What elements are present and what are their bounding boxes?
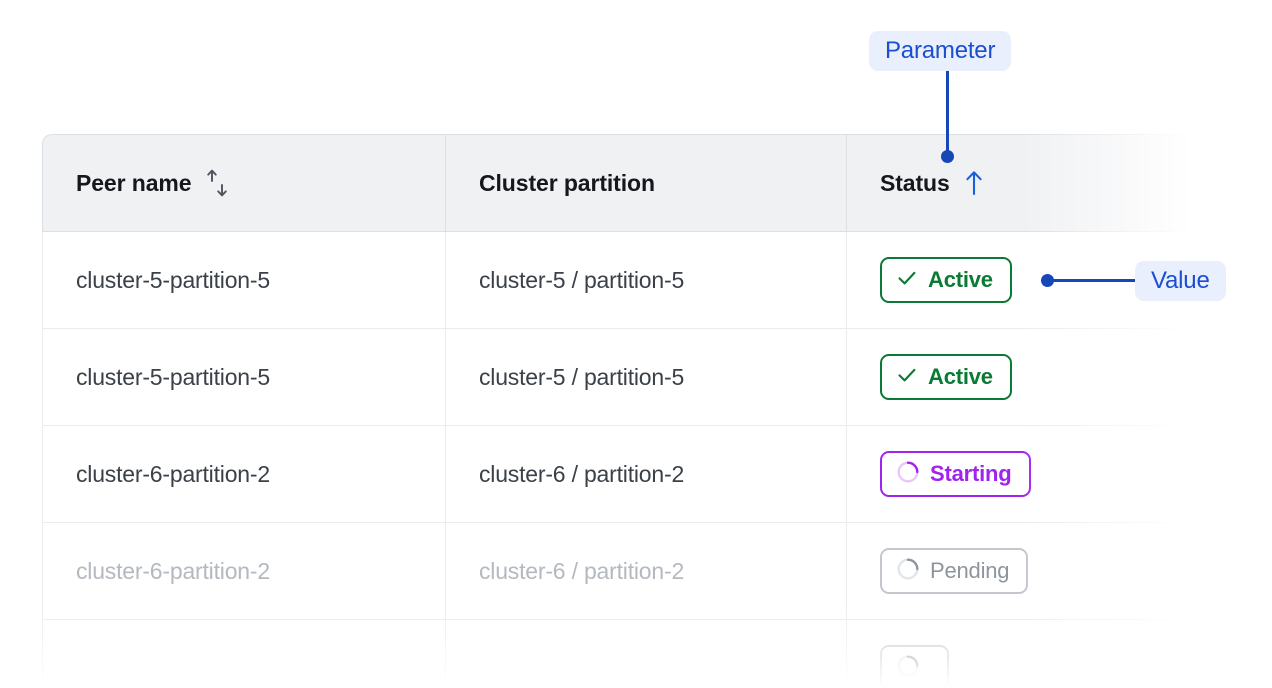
annotation-parameter-connector (946, 71, 949, 157)
column-header-status[interactable]: Status (846, 134, 1192, 232)
column-header-cluster-partition[interactable]: Cluster partition (445, 134, 846, 232)
annotation-parameter-dot (941, 150, 954, 163)
cell-peer-name: cluster-6-partition-2 (42, 523, 445, 620)
check-icon (895, 266, 919, 294)
table-header-row: Peer name Cluster partition (42, 134, 1192, 232)
table-header: Peer name Cluster partition (42, 134, 1192, 232)
table-row[interactable]: cluster-6-partition-2 cluster-6 / partit… (42, 426, 1192, 523)
check-icon (895, 363, 919, 391)
spinner-icon (895, 459, 921, 489)
column-header-peer-name-label: Peer name (76, 169, 192, 196)
cell-status: Starting (846, 426, 1192, 523)
status-badge-active: Active (880, 257, 1012, 303)
table-row[interactable] (42, 620, 1192, 688)
cell-cluster-partition: cluster-6 / partition-2 (445, 523, 846, 620)
cell-peer-name: cluster-5-partition-5 (42, 232, 445, 329)
column-header-peer-name[interactable]: Peer name (42, 134, 445, 232)
status-badge-label: Active (928, 364, 993, 389)
status-badge-label: Pending (930, 558, 1010, 583)
annotation-value-label: Value (1135, 261, 1226, 301)
status-badge-label: Active (928, 267, 993, 292)
table-row[interactable]: cluster-5-partition-5 cluster-5 / partit… (42, 232, 1192, 329)
cell-peer-name: cluster-6-partition-2 (42, 426, 445, 523)
cell-peer-name (42, 620, 445, 688)
cell-cluster-partition: cluster-6 / partition-2 (445, 426, 846, 523)
cell-cluster-partition: cluster-5 / partition-5 (445, 329, 846, 426)
status-badge-active: Active (880, 354, 1012, 400)
annotation-value-dot (1041, 274, 1054, 287)
annotation-value-connector (1053, 279, 1135, 282)
status-badge-pending (880, 645, 949, 688)
column-header-status-label: Status (880, 169, 950, 196)
spinner-icon (895, 556, 921, 586)
status-badge-starting: Starting (880, 451, 1031, 497)
status-badge-label: Starting (930, 461, 1012, 486)
column-header-cluster-partition-label: Cluster partition (479, 169, 655, 196)
table-body: cluster-5-partition-5 cluster-5 / partit… (42, 232, 1192, 688)
status-badge-pending: Pending (880, 548, 1029, 594)
peers-table: Peer name Cluster partition (42, 134, 1192, 688)
table-row[interactable]: cluster-6-partition-2 cluster-6 / partit… (42, 523, 1192, 620)
sort-both-arrows-icon[interactable] (205, 168, 229, 198)
cell-status (846, 620, 1192, 688)
cell-cluster-partition (445, 620, 846, 688)
cell-peer-name: cluster-5-partition-5 (42, 329, 445, 426)
cell-status: Active (846, 329, 1192, 426)
cell-status: Pending (846, 523, 1192, 620)
arrow-up-icon[interactable] (964, 170, 984, 196)
spinner-icon (895, 653, 921, 683)
peers-table-container: Peer name Cluster partition (42, 134, 1192, 688)
table-row[interactable]: cluster-5-partition-5 cluster-5 / partit… (42, 329, 1192, 426)
annotation-parameter-label: Parameter (869, 31, 1012, 71)
cell-cluster-partition: cluster-5 / partition-5 (445, 232, 846, 329)
